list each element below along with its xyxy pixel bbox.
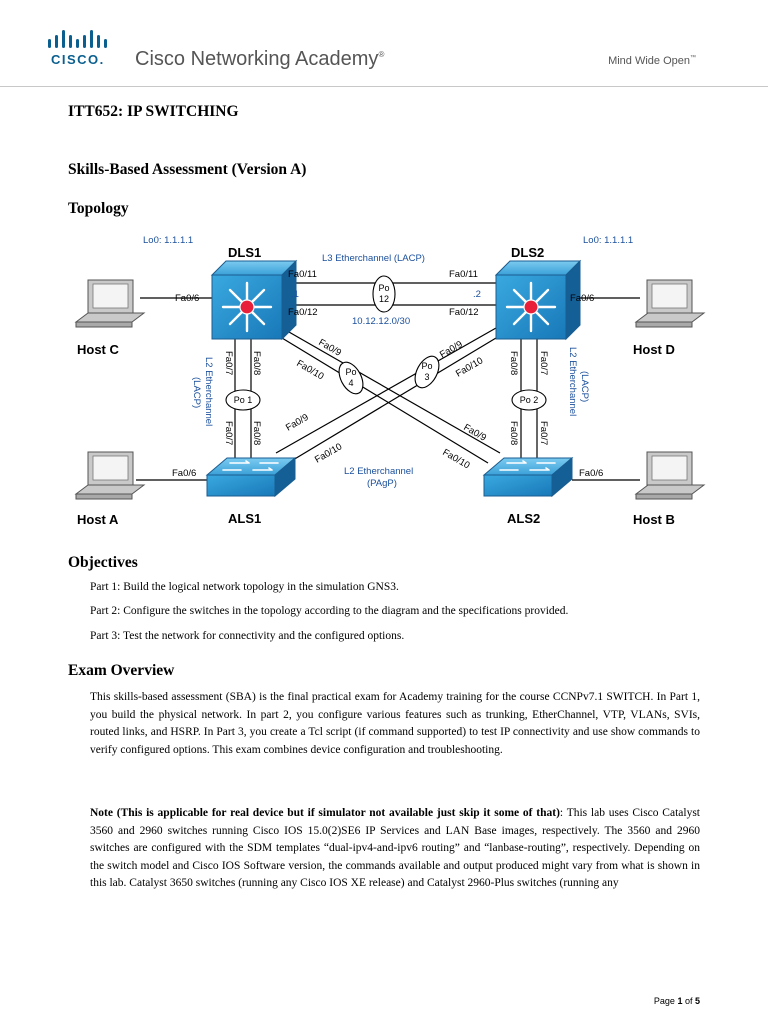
als2-switch-icon: [482, 456, 574, 498]
dls2-label: DLS2: [511, 245, 544, 260]
als1-fa07-label: Fa0/7: [223, 421, 234, 445]
objective-item-1: Part 1: Build the logical network topolo…: [90, 581, 399, 593]
host-b-label: Host B: [633, 512, 675, 527]
als1-fa09-label: Fa0/9: [284, 412, 311, 434]
tagline: Mind Wide Open™: [608, 55, 696, 67]
po1-ellipse: [225, 389, 261, 411]
als1-switch-icon: [205, 456, 297, 498]
page-header: CISCO. Cisco Networking Academy® Mind Wi…: [0, 0, 768, 88]
link-dls2-als1-fa010: [287, 337, 497, 464]
po2-label: Po 2: [520, 395, 539, 405]
topology-heading: Topology: [68, 200, 129, 217]
host-b-pc-icon: [634, 451, 706, 500]
po4-label-b: 4: [348, 378, 353, 388]
objective-item-3: Part 3: Test the network for connectivit…: [90, 630, 405, 642]
dls1-loopback-label: Lo0: 1.1.1.1: [143, 235, 193, 246]
host-c-label: Host C: [77, 342, 120, 357]
po12-label-b: 12: [379, 294, 389, 304]
dls1-fa08-label: Fa0/8: [251, 351, 262, 375]
host-c-pc-icon: [74, 279, 146, 328]
note-text: This lab uses Cisco Catalyst 3560 and 29…: [90, 807, 700, 889]
l2-pagp-label-line2: (PAgP): [367, 478, 397, 489]
link-dls1-als2-fa010: [281, 337, 489, 464]
left-l2-lacp-label-line1: L2 Etherchannel: [203, 357, 214, 426]
po1-label: Po 1: [234, 395, 253, 405]
portchannel-markers: Po 12 Po 1 Po 2 Po 4 Po 3: [225, 275, 547, 411]
page-total: 5: [694, 996, 700, 1006]
po4-label-a: Po: [345, 367, 356, 377]
als2-label: ALS2: [507, 511, 540, 526]
host-d-pc-icon: [634, 279, 706, 328]
note-colon: :: [559, 807, 564, 819]
dls1-fa012-label: Fa0/12: [288, 307, 318, 318]
po2-ellipse: [511, 389, 547, 411]
right-l2-lacp-label-line1: L2 Etherchannel: [567, 347, 578, 416]
dls2-switch-icon: [494, 259, 582, 341]
dls2-fa08-label: Fa0/8: [508, 351, 519, 375]
po3-ellipse: [414, 355, 440, 389]
dls1-l3-ip-label: .1: [291, 289, 299, 300]
dls2-fa09-label: Fa0/9: [438, 339, 465, 361]
topology-diagram: Po 12 Po 1 Po 2 Po 4 Po 3: [74, 235, 706, 527]
brand-name: Cisco Networking Academy®: [135, 48, 385, 70]
host-d-label: Host D: [633, 342, 675, 357]
cisco-logo-bars-icon: [48, 30, 107, 48]
registered-mark: ®: [378, 50, 385, 59]
note-paragraph: Note (This is applicable for real device…: [90, 805, 700, 893]
page-number: 1: [677, 996, 683, 1006]
host-a-label: Host A: [77, 512, 119, 527]
als1-fa06-label: Fa0/6: [172, 468, 196, 479]
dls2-fa07-label: Fa0/7: [538, 351, 549, 375]
header-divider: [0, 86, 768, 87]
exam-overview-heading: Exam Overview: [68, 662, 175, 679]
dls1-fa06-label: Fa0/6: [175, 293, 199, 304]
po12-ellipse: [372, 275, 396, 313]
exam-overview-paragraph: This skills-based assessment (SBA) is th…: [90, 691, 700, 756]
page-footer: Page 1 of 5: [653, 996, 700, 1006]
l3-subnet-label: 10.12.12.0/30: [352, 316, 410, 327]
po3-label-a: Po: [421, 361, 432, 371]
als2-fa09-label: Fa0/9: [462, 422, 489, 444]
right-l2-lacp-label-line2: (LACP): [579, 371, 590, 402]
po4-ellipse: [338, 361, 364, 395]
dls1-fa07-label: Fa0/7: [223, 351, 234, 375]
host-a-pc-icon: [74, 451, 146, 500]
dls2-loopback-label: Lo0: 1.1.1.1: [583, 235, 633, 246]
dls1-label: DLS1: [228, 245, 261, 260]
objectives-heading: Objectives: [68, 554, 138, 571]
assessment-subtitle: Skills-Based Assessment (Version A): [68, 161, 307, 178]
als1-label: ALS1: [228, 511, 261, 526]
po12-label-a: Po: [378, 283, 389, 293]
als1-fa08-label: Fa0/8: [251, 421, 262, 445]
link-dls2-als1-fa09: [275, 327, 497, 454]
als2-fa08-label: Fa0/8: [508, 421, 519, 445]
dls2-fa012-label: Fa0/12: [449, 307, 479, 318]
dls2-fa06-label: Fa0/6: [570, 293, 594, 304]
po3-label-b: 3: [424, 372, 429, 382]
cisco-logo-text: CISCO.: [51, 52, 105, 67]
link-dls1-als2-fa09: [281, 327, 501, 454]
dls2-fa010-label: Fa0/10: [454, 355, 485, 379]
als2-fa06-label: Fa0/6: [579, 468, 603, 479]
dls2-l3-ip-label: .2: [473, 289, 481, 300]
dls1-switch-icon: [210, 259, 298, 341]
objective-item-2: Part 2: Configure the switches in the to…: [90, 605, 569, 617]
l2-pagp-label-line1: L2 Etherchannel: [344, 466, 413, 477]
dls1-fa011-label: Fa0/11: [288, 269, 317, 280]
l3-etherchannel-label: L3 Etherchannel (LACP): [322, 253, 425, 264]
als2-fa07-label: Fa0/7: [538, 421, 549, 445]
note-bold-label: Note (This is applicable for real device…: [90, 807, 560, 819]
left-l2-lacp-label-line2: (LACP): [191, 377, 202, 408]
dls2-fa011-label: Fa0/11: [449, 269, 478, 280]
course-title: ITT652: IP SWITCHING: [68, 103, 239, 120]
trademark-mark: ™: [690, 55, 696, 61]
